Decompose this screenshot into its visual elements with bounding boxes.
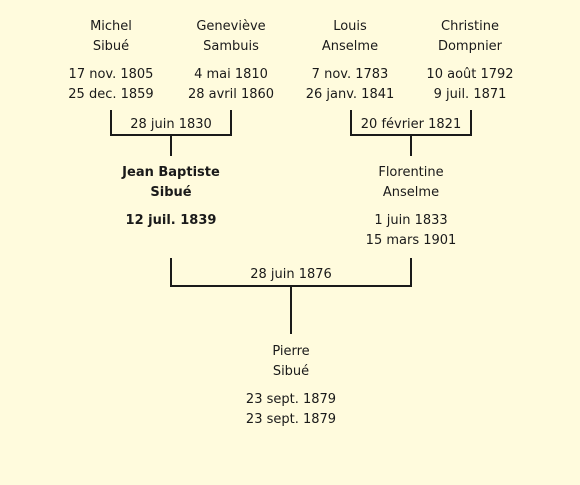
first-name: Florentine — [378, 165, 444, 180]
first-name: Michel — [90, 19, 132, 34]
first-name: Christine — [441, 19, 499, 34]
connector-maternal-down — [410, 134, 412, 156]
death-date: 25 dec. 1859 — [68, 87, 154, 102]
birth-date: 12 juil. 1839 — [125, 213, 217, 228]
first-name: Pierre — [272, 344, 310, 359]
first-name: Jean Baptiste — [122, 165, 220, 180]
last-name: Sibué — [92, 39, 130, 54]
first-name: Geneviève — [196, 19, 266, 34]
last-name: Sibué — [272, 364, 310, 379]
connector-parents-right — [410, 258, 412, 287]
birth-date: 23 sept. 1879 — [245, 392, 337, 407]
connector-paternal-left — [110, 110, 112, 136]
death-date: 28 avril 1860 — [187, 87, 275, 102]
connector-maternal-left — [350, 110, 352, 136]
death-date: 26 janv. 1841 — [305, 87, 395, 102]
death-date: 9 juil. 1871 — [433, 87, 507, 102]
birth-date: 17 nov. 1805 — [68, 67, 154, 82]
connector-maternal-right — [470, 110, 472, 136]
death-date: 15 mars 1901 — [365, 233, 457, 248]
person-christine-dompnier[interactable]: Christine Dompnier 10 août 1792 9 juil. … — [405, 17, 535, 105]
person-florentine-anselme[interactable]: Florentine Anselme 1 juin 1833 15 mars 1… — [346, 163, 476, 251]
person-louis-anselme[interactable]: Louis Anselme 7 nov. 1783 26 janv. 1841 — [285, 17, 415, 105]
connector-parents-left — [170, 258, 172, 287]
last-name: Sibué — [150, 185, 192, 200]
death-date: 23 sept. 1879 — [245, 412, 337, 427]
connector-parents-down — [290, 285, 292, 334]
marriage-date-paternal: 28 juin 1830 — [130, 117, 212, 132]
person-pierre-sibue[interactable]: Pierre Sibué 23 sept. 1879 23 sept. 1879 — [226, 342, 356, 430]
last-name: Sambuis — [203, 39, 259, 54]
connector-paternal-right — [230, 110, 232, 136]
last-name: Dompnier — [437, 39, 503, 54]
person-jean-baptiste-sibue[interactable]: Jean Baptiste Sibué 12 juil. 1839 — [106, 163, 236, 231]
marriage-date-maternal: 20 février 1821 — [360, 117, 462, 132]
birth-date: 10 août 1792 — [426, 67, 514, 82]
first-name: Louis — [333, 19, 367, 34]
person-michel-sibue[interactable]: Michel Sibué 17 nov. 1805 25 dec. 1859 — [46, 17, 176, 105]
person-genevieve-sambuis[interactable]: Geneviève Sambuis 4 mai 1810 28 avril 18… — [166, 17, 296, 105]
marriage-date-parents: 28 juin 1876 — [250, 267, 332, 282]
connector-paternal-down — [170, 134, 172, 156]
last-name: Anselme — [382, 185, 440, 200]
birth-date: 4 mai 1810 — [194, 67, 268, 82]
birth-date: 1 juin 1833 — [374, 213, 448, 228]
last-name: Anselme — [321, 39, 379, 54]
birth-date: 7 nov. 1783 — [311, 67, 389, 82]
